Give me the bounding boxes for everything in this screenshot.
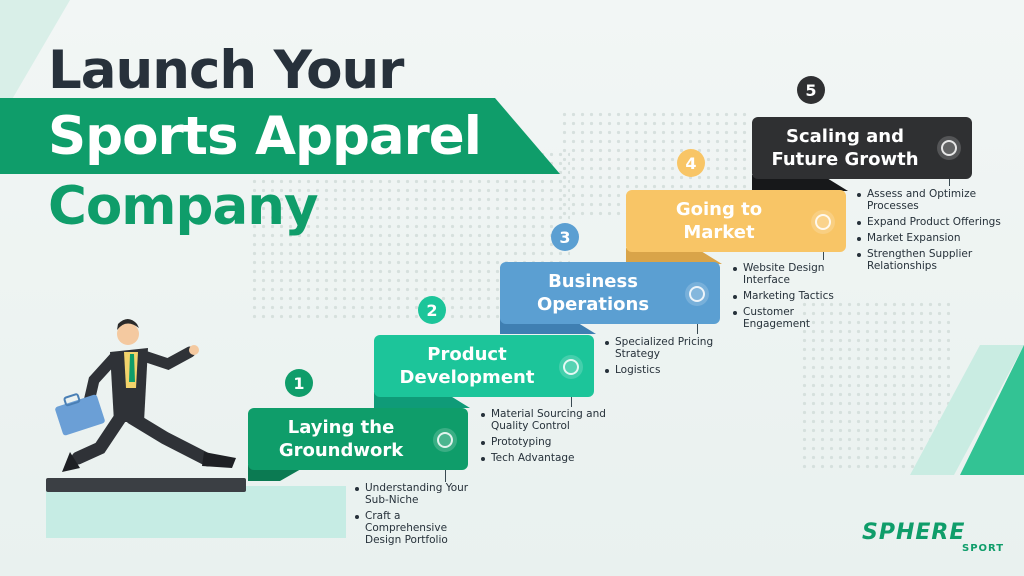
- title-banner: [0, 98, 560, 174]
- list-item: Tech Advantage: [481, 452, 613, 464]
- step-2-target-icon: [563, 359, 579, 375]
- step-1-list: Understanding Your Sub-Niche Craft a Com…: [355, 482, 483, 550]
- list-item: Material Sourcing and Quality Control: [481, 408, 613, 432]
- step-4-target-icon: [815, 214, 831, 230]
- step-1-number: 1: [285, 369, 313, 397]
- list-item: Marketing Tactics: [733, 290, 845, 302]
- step-2-list: Material Sourcing and Quality Control Pr…: [481, 408, 613, 468]
- step-3-number: 3: [551, 223, 579, 251]
- list-item: Specialized Pricing Strategy: [605, 336, 723, 360]
- logo-sphere: SPHERE: [862, 520, 966, 545]
- list-item: Craft a Comprehensive Design Portfolio: [355, 510, 483, 546]
- step-2-number: 2: [418, 296, 446, 324]
- title-line-2: Sports Apparel: [48, 106, 482, 167]
- step-5-list: Assess and Optimize Processes Expand Pro…: [857, 188, 1007, 276]
- step-5-target-icon: [941, 140, 957, 156]
- floor-base: [46, 486, 346, 538]
- list-item: Market Expansion: [857, 232, 1007, 244]
- list-item: Assess and Optimize Processes: [857, 188, 1007, 212]
- step-1-label: Laying the Groundwork: [278, 417, 404, 461]
- step-5-block: Scaling and Future Growth: [752, 117, 972, 179]
- step-4-number: 4: [677, 149, 705, 177]
- step-3-label: Business Operations: [536, 271, 650, 315]
- list-item: Understanding Your Sub-Niche: [355, 482, 483, 506]
- world-map-dots: [800, 300, 950, 470]
- step-3-block: Business Operations: [500, 262, 720, 324]
- businessman-illustration: [55, 319, 236, 472]
- list-item: Website Design Interface: [733, 262, 845, 286]
- list-item: Prototyping: [481, 436, 613, 448]
- step-4-fold: [626, 248, 722, 264]
- list-item: Expand Product Offerings: [857, 216, 1007, 228]
- step-4-list: Website Design Interface Marketing Tacti…: [733, 262, 845, 334]
- step-5-fold: [752, 175, 848, 191]
- step-2-block: Product Development: [374, 335, 594, 397]
- step-5-number: 5: [797, 76, 825, 104]
- floor-step: [46, 478, 246, 492]
- title-line-3: Company: [48, 176, 319, 237]
- list-item: Logistics: [605, 364, 723, 376]
- step-3-target-icon: [689, 286, 705, 302]
- logo-sport: SPORT: [962, 543, 1005, 554]
- step-2-label: Product Development: [399, 344, 535, 388]
- step-1-block: Laying the Groundwork: [248, 408, 468, 470]
- step-5-label: Scaling and Future Growth: [771, 126, 919, 170]
- list-item: Customer Engagement: [733, 306, 845, 330]
- title-line-1: Launch Your: [48, 40, 404, 101]
- step-4-block: Going to Market: [626, 190, 846, 252]
- step-1-target-icon: [437, 432, 453, 448]
- step-3-list: Specialized Pricing Strategy Logistics: [605, 336, 723, 380]
- step-4-label: Going to Market: [675, 199, 763, 243]
- list-item: Strengthen Supplier Relationships: [857, 248, 1007, 272]
